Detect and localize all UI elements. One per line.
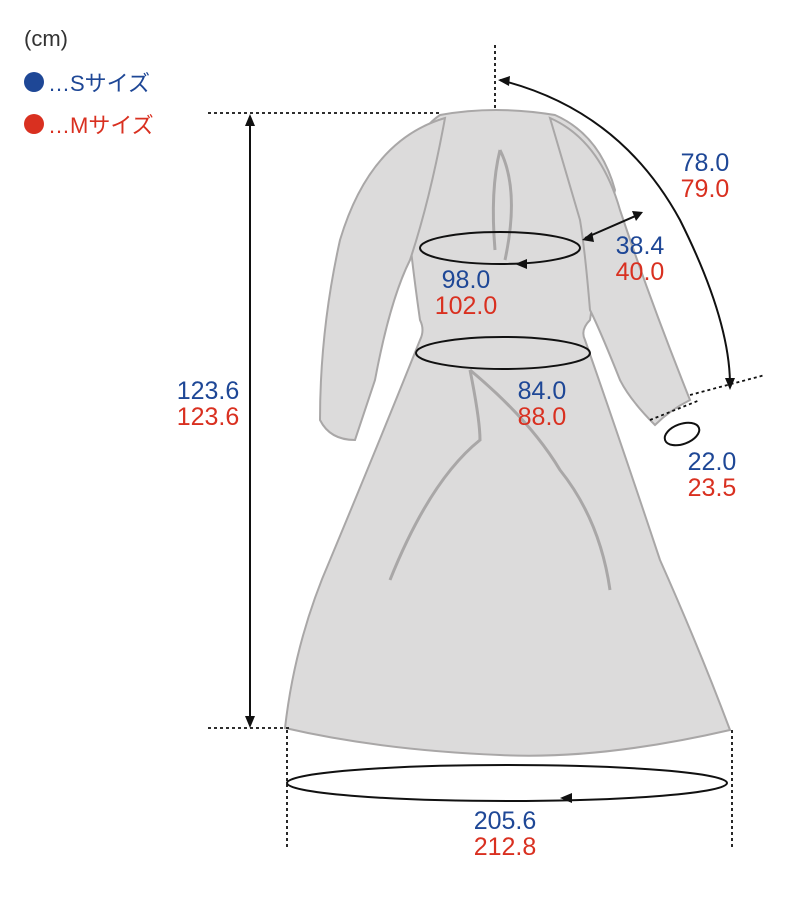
sleeve-arrow [499,79,731,386]
cuff-s: 22.0 [687,448,737,476]
waist-s: 84.0 [517,377,567,405]
drawstring-line [498,149,513,261]
sleeve-s: 78.0 [680,149,730,177]
red-dot-icon [24,114,44,134]
hem-m: 212.8 [473,833,537,861]
sleeve-m: 79.0 [680,175,730,203]
legend-m-label: …Mサイズ [48,113,154,138]
blue-dot-icon [24,72,44,92]
arm-m: 40.0 [615,258,665,286]
arrowhead-icon [515,259,527,269]
bust-s: 98.0 [441,266,491,294]
legend-m: …Mサイズ [24,108,154,140]
hem-ring [286,764,728,802]
length-s: 123.6 [176,377,240,405]
bust-ring [419,231,581,265]
guide-line [649,399,701,421]
waist-m: 88.0 [517,403,567,431]
drawstring-line [469,368,612,591]
arrowhead-icon [245,716,255,728]
unit-label: (cm) [24,26,68,51]
legend-s: …Sサイズ [24,66,150,98]
waist-ring [415,336,591,370]
arrowhead-icon [632,211,643,221]
arrowhead-icon [582,232,594,242]
bust-m: 102.0 [434,292,498,320]
drawstring-line [388,369,482,581]
arrowhead-icon [725,378,735,390]
left-sleeve [318,116,447,442]
legend-s-label: …Sサイズ [48,71,151,96]
hem-s: 205.6 [473,807,537,835]
guide-line [689,374,766,396]
cuff-m: 23.5 [687,474,737,502]
right-sleeve [548,116,692,427]
arm-arrow [584,213,641,239]
arrowhead-icon [498,76,510,86]
length-m: 123.6 [176,403,240,431]
arrowhead-icon [560,793,572,803]
arrowhead-icon [245,114,255,126]
cuff-ring [663,421,701,447]
drawstring-line [491,149,502,251]
arm-s: 38.4 [615,232,665,260]
